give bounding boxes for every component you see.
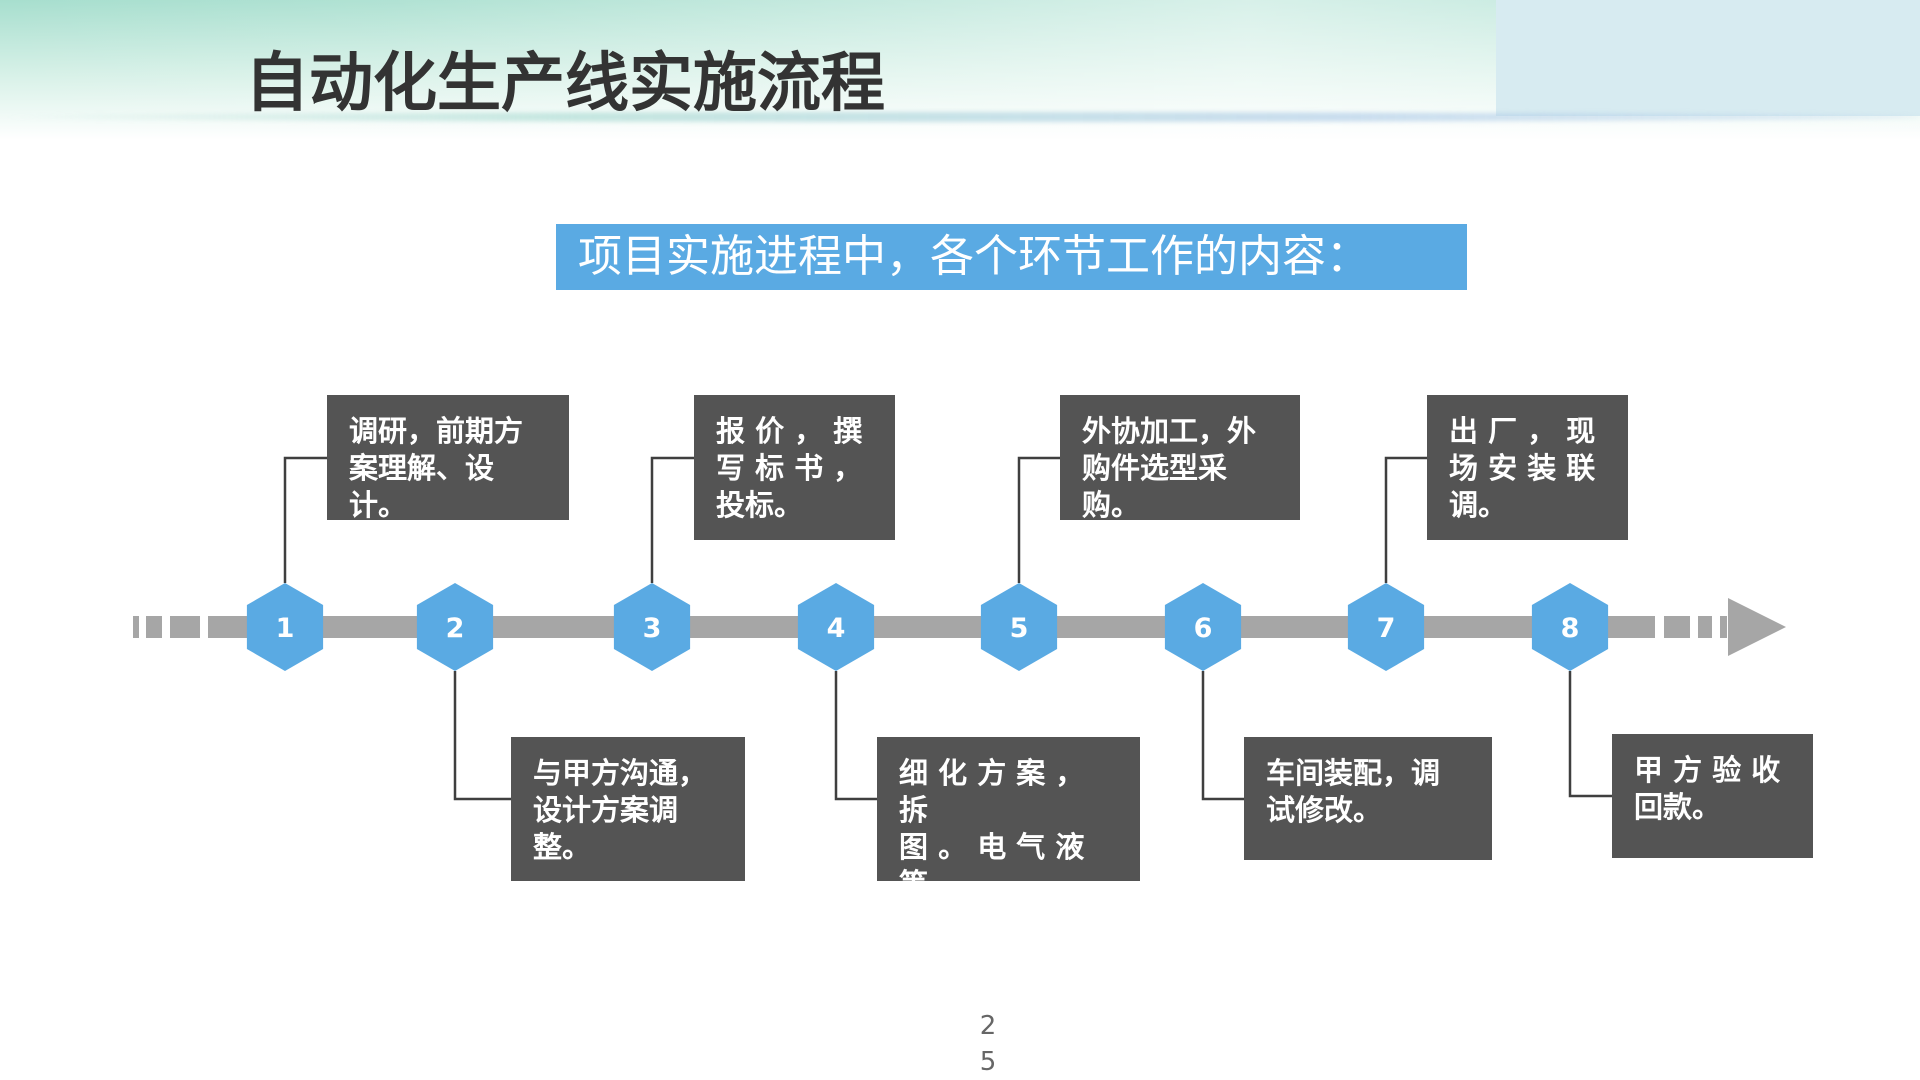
step-hexagon bbox=[613, 583, 691, 671]
step-hexagon bbox=[246, 583, 324, 671]
arrow-head-dash bbox=[1720, 616, 1727, 638]
step-text-line: 回款。 bbox=[1634, 790, 1722, 824]
step-hexagon bbox=[416, 583, 494, 671]
step-box: 调研，前期方案理解、设计。 bbox=[327, 395, 569, 520]
connectors bbox=[283, 456, 1612, 801]
step-number: 7 bbox=[1377, 613, 1396, 644]
step-hexagon bbox=[1164, 583, 1242, 671]
step-box: 外协加工，外购件选型采购。 bbox=[1060, 395, 1300, 520]
connector-line bbox=[1201, 671, 1244, 801]
step-text-line: 细 化 方 案 ， 拆 bbox=[899, 756, 1085, 827]
step-text-line: 调。 bbox=[1449, 488, 1508, 522]
subtitle-banner: 项目实施进程中，各个环节工作的内容： bbox=[556, 224, 1467, 290]
step-text-line: 场 安 装 联 bbox=[1449, 451, 1596, 485]
step-text-line: 投标。 bbox=[716, 488, 804, 522]
page-number-line: 5 bbox=[979, 1047, 997, 1077]
slide-title: 自动化生产线实施流程 bbox=[245, 47, 885, 121]
step-text-line: 与甲方沟通， bbox=[533, 756, 708, 790]
step-number: 6 bbox=[1194, 613, 1213, 644]
connector-line bbox=[1568, 671, 1612, 798]
step-text-line: 出 厂 ， 现 bbox=[1449, 414, 1596, 448]
arrow-tail-dash bbox=[146, 616, 162, 638]
step-hexagon bbox=[797, 583, 875, 671]
header-panel bbox=[1496, 0, 1920, 116]
step-text-line: 试修改。 bbox=[1266, 793, 1383, 827]
step-text-line: 购件选型采购。 bbox=[1082, 451, 1228, 520]
arrowhead bbox=[1728, 598, 1786, 656]
step-box: 报 价 ， 撰写 标 书 ，投标。 bbox=[694, 395, 895, 540]
hexagon-markers: 1 2 3 4 5 6 7 8 bbox=[246, 583, 1609, 671]
step-number: 1 bbox=[276, 613, 295, 644]
step-text-line: 调研，前期方 bbox=[349, 414, 524, 448]
step-hexagon bbox=[1531, 583, 1609, 671]
step-text-line: 图 。 电 气 液 等 bbox=[899, 830, 1085, 881]
step-number: 3 bbox=[643, 613, 662, 644]
connector-line bbox=[1017, 456, 1060, 583]
step-box: 车间装配，调试修改。 bbox=[1244, 737, 1492, 860]
arrow-bar bbox=[208, 616, 1655, 638]
step-box: 与甲方沟通，设计方案调整。 bbox=[511, 737, 745, 881]
step-number: 2 bbox=[446, 613, 465, 644]
step-text-line: 外协加工，外 bbox=[1082, 414, 1257, 448]
step-box: 细 化 方 案 ， 拆图 。 电 气 液 等设计。 bbox=[877, 737, 1140, 881]
arrow-head-dash bbox=[1698, 616, 1712, 638]
arrow-tail-dash bbox=[133, 616, 139, 638]
connector-line bbox=[650, 456, 694, 583]
connector-line bbox=[283, 456, 327, 583]
step-text-line: 甲 方 验 收 bbox=[1634, 753, 1781, 787]
arrow-head-dash bbox=[1664, 616, 1690, 638]
connector-line bbox=[1384, 456, 1427, 583]
step-hexagon bbox=[1347, 583, 1425, 671]
step-box: 出 厂 ， 现场 安 装 联调。 bbox=[1427, 395, 1628, 540]
step-box: 甲 方 验 收回款。 bbox=[1612, 734, 1813, 858]
step-text-line: 案理解、设计。 bbox=[349, 451, 495, 520]
step-text-line: 设计方案调整。 bbox=[533, 793, 679, 864]
step-text-line: 写 标 书 ， bbox=[716, 451, 863, 485]
step-text-line: 报 价 ， 撰 bbox=[716, 414, 863, 448]
page-number: 2 5 bbox=[970, 1008, 1006, 1080]
header-divider bbox=[0, 112, 1920, 122]
timeline-arrow bbox=[133, 598, 1786, 656]
step-number: 5 bbox=[1010, 613, 1029, 644]
connector-line bbox=[453, 671, 511, 801]
step-text-line: 车间装配，调 bbox=[1266, 756, 1441, 790]
arrow-tail-dash bbox=[170, 616, 200, 638]
page-number-line: 2 bbox=[979, 1011, 997, 1041]
step-hexagon bbox=[980, 583, 1058, 671]
step-number: 8 bbox=[1561, 613, 1580, 644]
connector-line bbox=[834, 671, 877, 801]
step-number: 4 bbox=[827, 613, 846, 644]
